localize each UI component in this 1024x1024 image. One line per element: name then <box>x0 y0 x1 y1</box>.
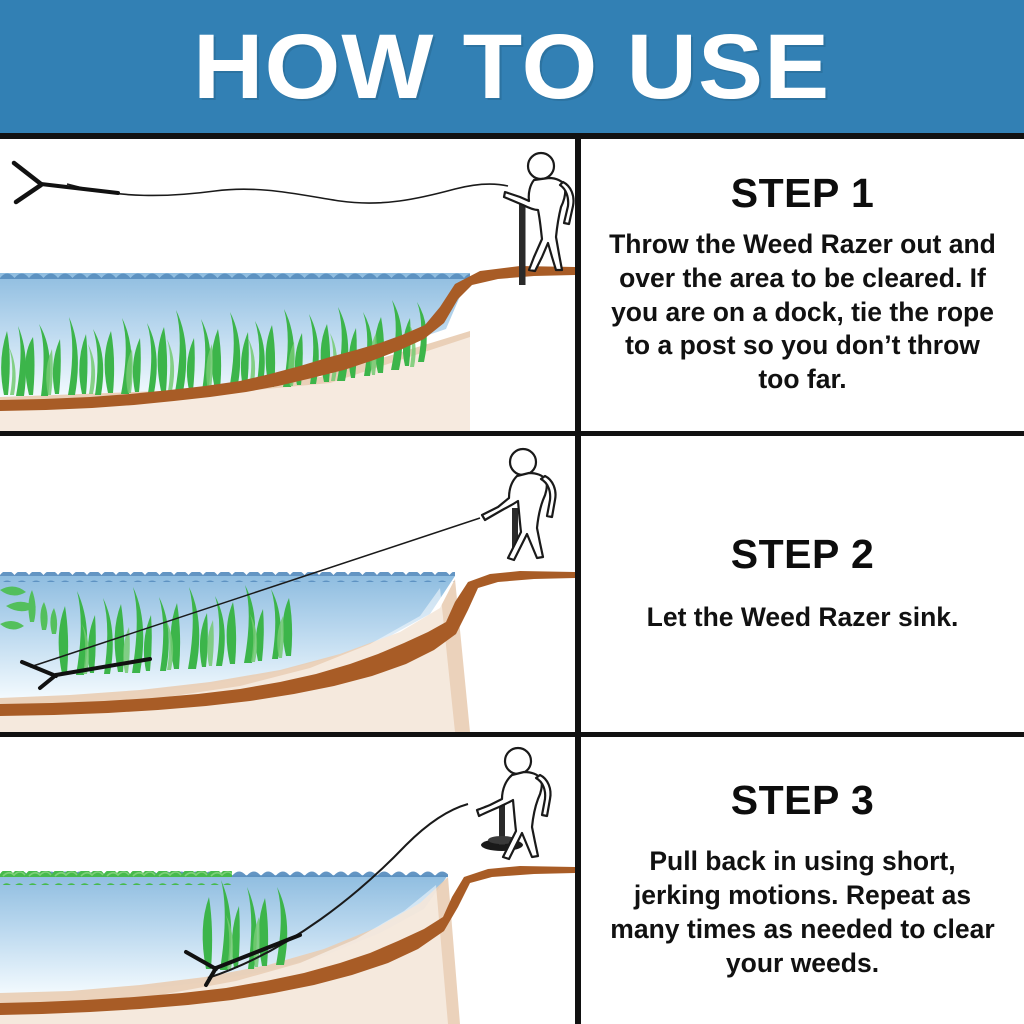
step-1-illustration <box>0 139 575 431</box>
lake-bed-slope <box>0 554 575 716</box>
steps-grid: STEP 1 Throw the Weed Razer out and over… <box>0 133 1024 1024</box>
divider-column <box>575 133 581 1024</box>
cleared-weed-mat-at-surface <box>0 871 232 885</box>
divider-top <box>0 133 1024 139</box>
lake-bed-slope <box>0 849 575 1015</box>
person-figure-pulling <box>475 746 552 861</box>
step-2-scene <box>0 447 575 732</box>
header-banner: HOW TO USE <box>0 0 1024 133</box>
step-1-text-panel: STEP 1 Throw the Weed Razer out and over… <box>581 139 1024 431</box>
divider-row-2 <box>0 732 1024 737</box>
step-2-title: STEP 2 <box>730 530 875 577</box>
dock-post <box>519 199 526 285</box>
person-figure-standing <box>480 447 557 562</box>
weed-razer-tool-in-air <box>11 160 120 205</box>
taut-rope-line <box>29 517 481 668</box>
person-figure-throwing <box>502 151 575 273</box>
step-1-title: STEP 1 <box>730 169 875 216</box>
step-1-scene <box>0 151 575 431</box>
step-2-text-panel: STEP 2 Let the Weed Razer sink. <box>581 436 1024 732</box>
lake-bed-sediment <box>0 579 470 732</box>
step-3-scene <box>0 746 575 1024</box>
step-2-illustration <box>0 436 575 732</box>
step-3-body: Pull back in using short, jerking motion… <box>610 846 995 978</box>
step-3-title: STEP 3 <box>730 777 875 824</box>
weed-razer-tool-on-bottom <box>20 657 152 690</box>
page-title: HOW TO USE <box>193 15 831 118</box>
water-surface-waves <box>0 572 455 582</box>
water-surface-waves <box>0 269 470 279</box>
step-2-body: Let the Weed Razer sink. <box>646 601 959 632</box>
step-3-illustration <box>0 737 575 1024</box>
dock-post <box>512 508 518 548</box>
lake-bed-sediment <box>0 877 460 1024</box>
rope-line <box>66 183 509 204</box>
curved-rope-line <box>207 803 469 979</box>
step-1-body: Throw the Weed Razer out and over the ar… <box>609 228 996 395</box>
divider-row-1 <box>0 431 1024 436</box>
floating-cut-weeds <box>0 586 58 634</box>
step-3-text-panel: STEP 3 Pull back in using short, jerking… <box>581 737 1024 1024</box>
lake-bed-slope <box>0 249 575 411</box>
weed-razer-tool-cutting <box>184 933 302 987</box>
